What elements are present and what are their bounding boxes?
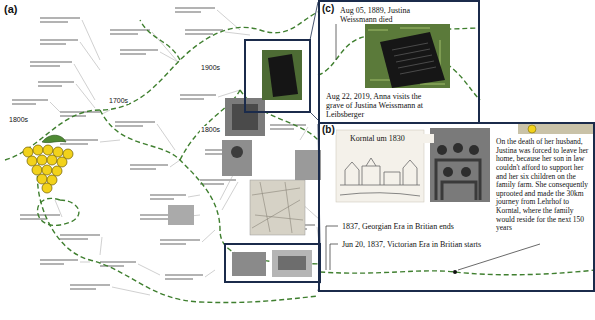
- story-text: On the death of her husband, Justina was…: [496, 138, 592, 233]
- decade-label: 1800s: [8, 116, 29, 123]
- zoom-panel: Korntal um 1830 On the death of her husba…: [318, 122, 595, 292]
- panel-label: (b): [321, 124, 336, 135]
- zoom-panel: Aug 05, 1889, Justina Weissmann diedAug …: [318, 0, 480, 124]
- panel-label: (a): [3, 3, 18, 15]
- grave-photo: [365, 24, 450, 88]
- decade-label: 1800s: [200, 126, 221, 133]
- event-marks: [12, 8, 315, 289]
- image-caption: Korntal um 1830: [350, 134, 434, 143]
- event-dot: [453, 270, 457, 274]
- panel-label: (c): [321, 3, 335, 14]
- event-text: 1837, Georgian Era in Britian ends: [342, 222, 482, 231]
- map-image: [250, 180, 305, 235]
- event-text: Aug 22, 2019, Anna visits the grave of J…: [326, 92, 438, 120]
- event-text: Jun 20, 1837, Victorian Era in Britian s…: [342, 240, 482, 249]
- family-photo: [430, 128, 490, 202]
- vine-line: [5, 12, 595, 303]
- zoom-frame: [225, 40, 320, 282]
- decade-label: 1700s: [108, 97, 129, 104]
- event-text: Aug 05, 1889, Justina Weissmann died: [340, 6, 428, 24]
- top-strip-image: [518, 124, 593, 134]
- event-leaders: [50, 10, 320, 295]
- decade-label: 1900s: [200, 64, 221, 71]
- grape-cluster: [23, 135, 73, 193]
